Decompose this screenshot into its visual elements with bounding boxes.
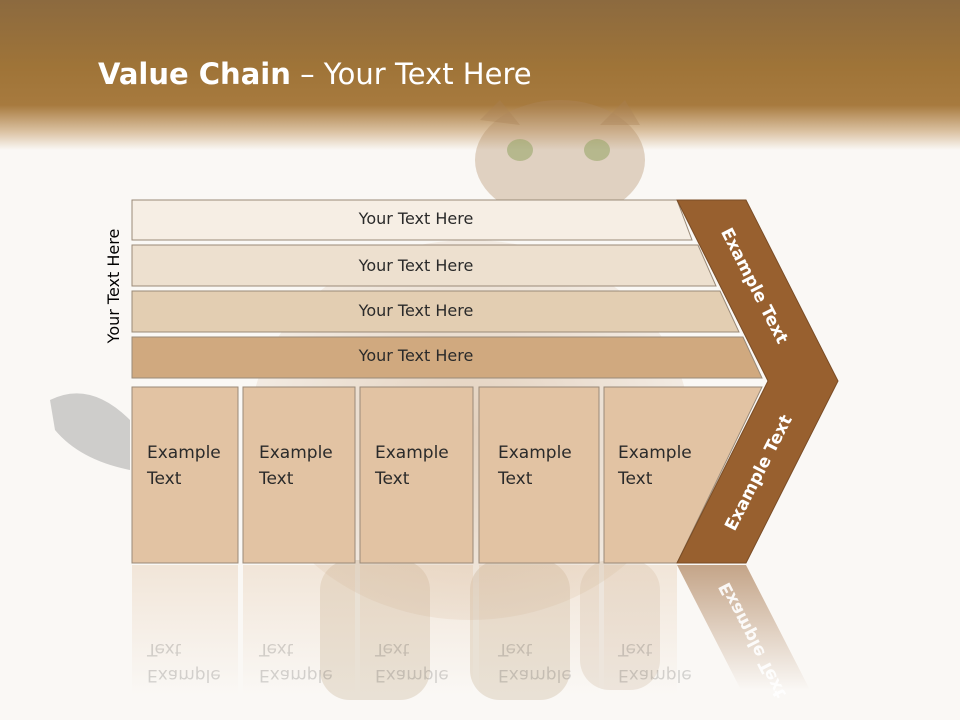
box-5-label: Example Text [618,443,692,489]
page-title: Value Chain – Your Text Here [98,52,532,96]
bar-2-label: Your Text Here [358,256,474,275]
title-banner [0,0,960,150]
box-3-reflection: Example Text [375,639,449,685]
bar-3-shape [131,290,740,333]
box-2-label: Example Text [259,443,333,489]
bar-1-label: Your Text Here [358,209,474,228]
box-2-reflection: Example Text [259,639,333,685]
side-label: Your Text Here [104,228,123,344]
box-4-shape [478,386,600,564]
chevron-arrow-shape [676,199,839,564]
bar-4-shape [131,336,763,379]
title-rest: – Your Text Here [290,57,532,91]
box-1-shape [131,386,239,564]
bar-2-shape [131,244,717,287]
box-3-label: Example Text [375,443,449,489]
box-2-shape [242,386,356,564]
bar-3-label: Your Text Here [358,301,474,320]
box-4-reflection: Example Text [498,639,572,685]
box-4-label: Example Text [498,443,572,489]
title-bold: Value Chain [98,57,291,91]
box-1-reflection: Example Text [147,639,221,685]
box-1-label: Example Text [147,443,221,489]
bar-4-label: Your Text Here [358,346,474,365]
box-5-reflection: Example Text [618,639,692,685]
box-3-shape [359,386,474,564]
bar-1-shape [131,199,693,241]
